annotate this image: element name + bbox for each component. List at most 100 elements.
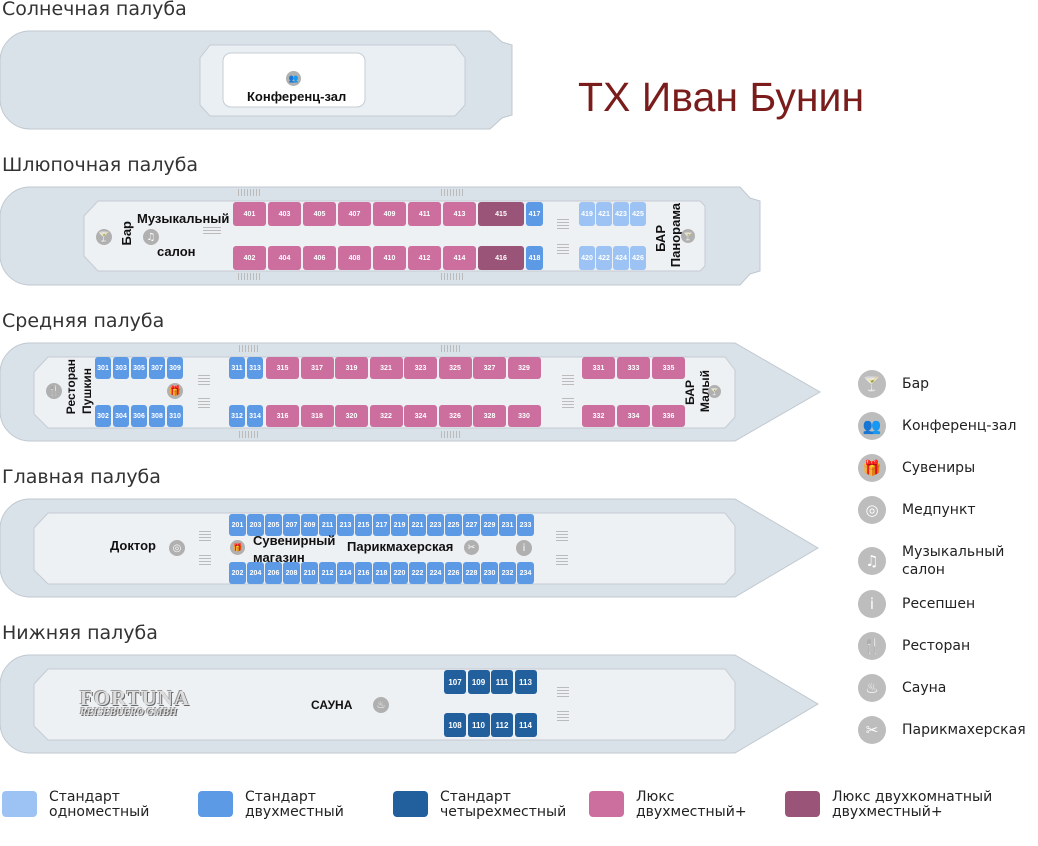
cabin-204[interactable]: 204: [247, 562, 264, 584]
cabin-315[interactable]: 315: [266, 357, 299, 379]
cabin-205[interactable]: 205: [265, 514, 282, 536]
cabin-336[interactable]: 336: [652, 405, 685, 427]
cabin-208[interactable]: 208: [283, 562, 300, 584]
cabin-302[interactable]: 302: [95, 405, 111, 427]
cabin-309[interactable]: 309: [167, 357, 183, 379]
cabin-218[interactable]: 218: [373, 562, 390, 584]
cabin-322[interactable]: 322: [369, 405, 403, 427]
cabin-317[interactable]: 317: [300, 357, 334, 379]
cabin-111[interactable]: 111: [491, 670, 513, 694]
cabin-313[interactable]: 313: [247, 357, 263, 379]
cabin-420[interactable]: 420: [579, 246, 595, 270]
cabin-327[interactable]: 327: [473, 357, 506, 379]
cabin-415[interactable]: 415: [478, 202, 524, 226]
cabin-213[interactable]: 213: [337, 514, 354, 536]
cabin-326[interactable]: 326: [438, 405, 472, 427]
cabin-333[interactable]: 333: [617, 357, 650, 379]
cabin-411[interactable]: 411: [408, 202, 441, 226]
cabin-316[interactable]: 316: [266, 405, 299, 427]
cabin-306[interactable]: 306: [131, 405, 147, 427]
cabin-425[interactable]: 425: [630, 202, 646, 226]
cabin-404[interactable]: 404: [268, 246, 301, 270]
cabin-305[interactable]: 305: [131, 357, 147, 379]
cabin-307[interactable]: 307: [149, 357, 165, 379]
cabin-223[interactable]: 223: [427, 514, 444, 536]
cabin-221[interactable]: 221: [409, 514, 426, 536]
cabin-402[interactable]: 402: [233, 246, 266, 270]
cabin-314[interactable]: 314: [247, 405, 263, 427]
cabin-311[interactable]: 311: [229, 357, 245, 379]
cabin-409[interactable]: 409: [373, 202, 406, 226]
cabin-112[interactable]: 112: [491, 713, 513, 737]
cabin-422[interactable]: 422: [596, 246, 612, 270]
cabin-224[interactable]: 224: [427, 562, 444, 584]
cabin-228[interactable]: 228: [463, 562, 480, 584]
cabin-423[interactable]: 423: [613, 202, 629, 226]
cabin-201[interactable]: 201: [229, 514, 246, 536]
cabin-110[interactable]: 110: [467, 713, 490, 737]
cabin-335[interactable]: 335: [652, 357, 685, 379]
cabin-304[interactable]: 304: [113, 405, 129, 427]
cabin-227[interactable]: 227: [463, 514, 480, 536]
cabin-209[interactable]: 209: [301, 514, 318, 536]
cabin-219[interactable]: 219: [391, 514, 408, 536]
cabin-414[interactable]: 414: [443, 246, 476, 270]
cabin-324[interactable]: 324: [404, 405, 437, 427]
cabin-113[interactable]: 113: [514, 670, 537, 694]
cabin-424[interactable]: 424: [613, 246, 629, 270]
cabin-109[interactable]: 109: [467, 670, 490, 694]
cabin-232[interactable]: 232: [499, 562, 516, 584]
cabin-330[interactable]: 330: [507, 405, 541, 427]
cabin-226[interactable]: 226: [445, 562, 462, 584]
cabin-308[interactable]: 308: [149, 405, 165, 427]
cabin-107[interactable]: 107: [444, 670, 466, 694]
cabin-301[interactable]: 301: [95, 357, 111, 379]
cabin-413[interactable]: 413: [443, 202, 476, 226]
cabin-212[interactable]: 212: [319, 562, 336, 584]
cabin-323[interactable]: 323: [404, 357, 437, 379]
cabin-401[interactable]: 401: [233, 202, 266, 226]
cabin-210[interactable]: 210: [301, 562, 318, 584]
cabin-211[interactable]: 211: [319, 514, 336, 536]
cabin-225[interactable]: 225: [445, 514, 462, 536]
cabin-312[interactable]: 312: [229, 405, 245, 427]
cabin-206[interactable]: 206: [265, 562, 282, 584]
cabin-421[interactable]: 421: [596, 202, 612, 226]
cabin-108[interactable]: 108: [444, 713, 466, 737]
cabin-416[interactable]: 416: [478, 246, 524, 270]
cabin-412[interactable]: 412: [408, 246, 441, 270]
cabin-231[interactable]: 231: [499, 514, 516, 536]
cabin-321[interactable]: 321: [369, 357, 403, 379]
cabin-303[interactable]: 303: [113, 357, 129, 379]
cabin-325[interactable]: 325: [438, 357, 472, 379]
cabin-328[interactable]: 328: [473, 405, 506, 427]
cabin-207[interactable]: 207: [283, 514, 300, 536]
cabin-334[interactable]: 334: [617, 405, 650, 427]
cabin-417[interactable]: 417: [526, 202, 543, 226]
cabin-408[interactable]: 408: [338, 246, 371, 270]
cabin-410[interactable]: 410: [373, 246, 406, 270]
cabin-320[interactable]: 320: [335, 405, 368, 427]
cabin-418[interactable]: 418: [526, 246, 543, 270]
cabin-329[interactable]: 329: [507, 357, 541, 379]
cabin-222[interactable]: 222: [409, 562, 426, 584]
cabin-217[interactable]: 217: [373, 514, 390, 536]
cabin-234[interactable]: 234: [517, 562, 534, 584]
conference-room-label[interactable]: Конференц-зал: [247, 89, 347, 104]
cabin-405[interactable]: 405: [303, 202, 336, 226]
cabin-233[interactable]: 233: [517, 514, 534, 536]
cabin-114[interactable]: 114: [514, 713, 537, 737]
cabin-331[interactable]: 331: [582, 357, 615, 379]
cabin-426[interactable]: 426: [630, 246, 646, 270]
cabin-202[interactable]: 202: [229, 562, 246, 584]
cabin-230[interactable]: 230: [481, 562, 498, 584]
cabin-406[interactable]: 406: [303, 246, 336, 270]
cabin-419[interactable]: 419: [579, 202, 595, 226]
cabin-319[interactable]: 319: [335, 357, 368, 379]
cabin-229[interactable]: 229: [481, 514, 498, 536]
cabin-214[interactable]: 214: [337, 562, 354, 584]
cabin-407[interactable]: 407: [338, 202, 371, 226]
cabin-216[interactable]: 216: [355, 562, 372, 584]
cabin-318[interactable]: 318: [300, 405, 334, 427]
cabin-403[interactable]: 403: [268, 202, 301, 226]
